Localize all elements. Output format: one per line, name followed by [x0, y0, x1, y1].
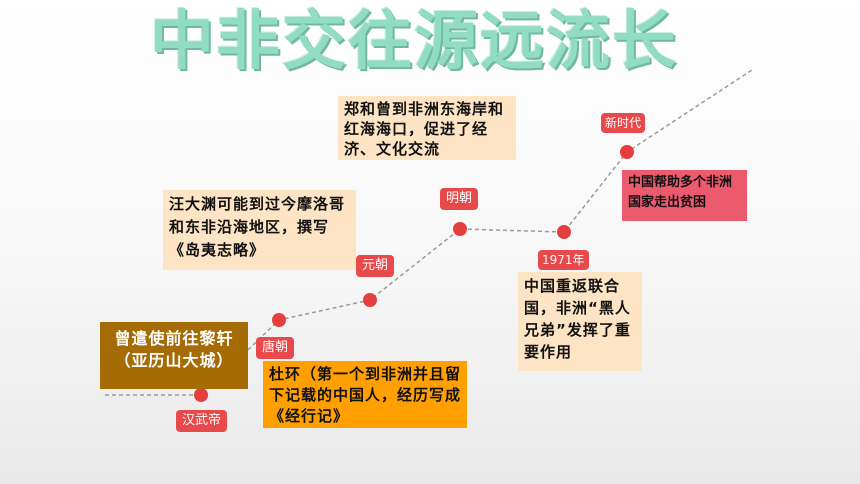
- timeline-dot-1971: [557, 225, 571, 239]
- note-yuan: 汪大渊可能到过今摩洛哥和东非沿海地区，撰写《岛夷志略》: [163, 190, 356, 270]
- note-han: 曾遣使前往黎轩（亚历山大城）: [100, 322, 248, 389]
- era-tag-han: 汉武帝: [176, 410, 228, 432]
- era-tag-yuan: 元朝: [356, 255, 395, 277]
- timeline-dot-han: [194, 388, 208, 402]
- era-tag-tang: 唐朝: [256, 337, 295, 359]
- note-new-era: 中国帮助多个非洲国家走出贫困: [622, 170, 747, 221]
- timeline-dot-new-era: [620, 145, 634, 159]
- era-tag-new-era: 新时代: [601, 113, 646, 133]
- note-tang: 杜环（第一个到非洲并且留下记载的中国人，经历写成《经行记》: [263, 361, 467, 428]
- timeline-dot-ming: [453, 222, 467, 236]
- note-ming: 郑和曾到非洲东海岸和红海海口，促进了经济、文化交流: [338, 96, 516, 160]
- note-1971: 中国重返联合国，非洲“黑人兄弟”发挥了重要作用: [518, 272, 642, 371]
- timeline-dot-yuan: [363, 293, 377, 307]
- era-tag-ming: 明朝: [440, 188, 479, 210]
- timeline-dot-tang: [272, 313, 286, 327]
- era-tag-1971: 1971年: [538, 250, 589, 270]
- page-title: 中非交往源远流长: [150, 5, 678, 79]
